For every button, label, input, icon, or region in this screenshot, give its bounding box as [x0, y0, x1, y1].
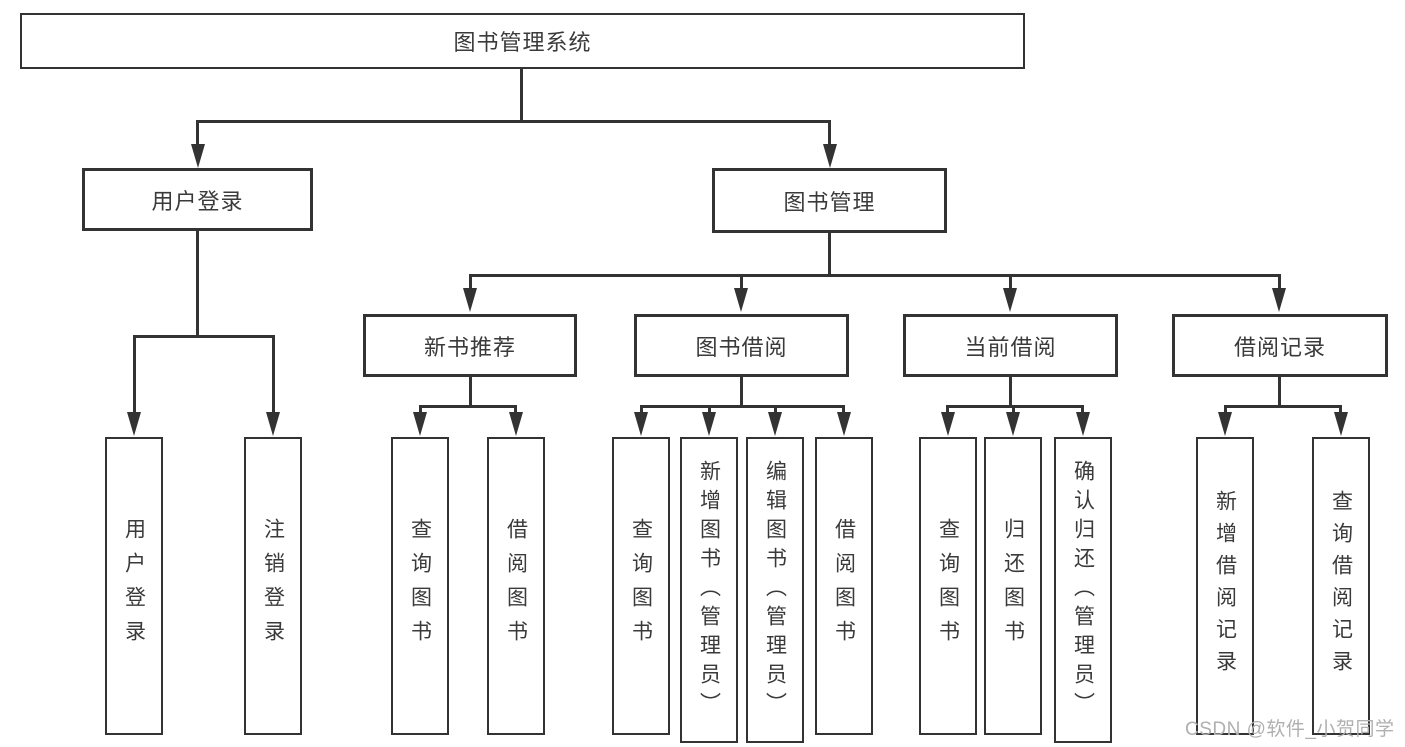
connector-vline — [1009, 377, 1012, 407]
connector-vline — [828, 233, 831, 276]
connector-vline — [196, 120, 199, 146]
arrowhead-down-icon — [941, 412, 955, 436]
connector-vline — [1278, 274, 1281, 290]
connector-hline — [133, 335, 275, 338]
node-label: 当前借阅 — [964, 334, 1057, 360]
node-label: 图书管理 — [783, 189, 876, 215]
node-query-borrow-record: 查询借阅记录 — [1312, 437, 1370, 735]
node-confirm-return-admin: 确认归还（管理员） — [1054, 437, 1112, 743]
node-label: 图书管理系统 — [453, 30, 592, 55]
arrowhead-down-icon — [191, 144, 205, 168]
arrowhead-down-icon — [266, 412, 280, 436]
node-label: 查询图书 — [936, 518, 960, 654]
arrowhead-down-icon — [1003, 288, 1017, 312]
arrowhead-down-icon — [509, 412, 523, 436]
node-query-books-borrowing: 查询图书 — [612, 437, 670, 735]
arrowhead-down-icon — [702, 412, 716, 436]
node-label: 注销登录 — [261, 518, 285, 654]
node-query-books-current: 查询图书 — [919, 437, 977, 735]
connector-hline — [196, 120, 831, 123]
connector-vline — [1278, 377, 1281, 407]
arrowhead-down-icon — [768, 412, 782, 436]
node-label: 查询图书 — [408, 518, 432, 654]
node-new-book-recommendation: 新书推荐 — [363, 314, 577, 377]
node-add-books-admin: 新增图书（管理员） — [680, 437, 738, 743]
connector-vline — [1009, 274, 1012, 290]
connector-hline — [469, 274, 1281, 277]
connector-vline — [708, 405, 711, 414]
connector-vline — [272, 335, 275, 414]
arrowhead-down-icon — [823, 144, 837, 168]
node-book-management: 图书管理 — [712, 168, 947, 233]
arrowhead-down-icon — [1218, 412, 1232, 436]
connector-hline — [640, 405, 845, 408]
connector-vline — [740, 377, 743, 407]
connector-vline — [774, 405, 777, 414]
arrowhead-down-icon — [634, 412, 648, 436]
connector-vline — [1081, 405, 1084, 414]
node-borrow-books-recommend: 借阅图书 — [487, 437, 545, 735]
node-label: 编辑图书（管理员） — [763, 459, 787, 721]
connector-vline — [842, 405, 845, 414]
arrowhead-down-icon — [463, 288, 477, 312]
node-user-login-leaf: 用户登录 — [105, 437, 163, 735]
node-borrow-books-borrowing: 借阅图书 — [815, 437, 873, 735]
connector-vline — [1224, 405, 1227, 414]
node-query-books-recommend: 查询图书 — [391, 437, 449, 735]
connector-vline — [520, 69, 523, 122]
node-logout: 注销登录 — [244, 437, 302, 735]
node-label: 用户登录 — [122, 518, 146, 654]
node-book-borrowing: 图书借阅 — [634, 314, 849, 377]
node-label: 新增借阅记录 — [1213, 490, 1237, 682]
arrowhead-down-icon — [1272, 288, 1286, 312]
node-label: 新书推荐 — [423, 334, 516, 360]
node-label: 查询图书 — [629, 518, 653, 654]
node-return-books: 归还图书 — [984, 437, 1042, 735]
connector-vline — [740, 274, 743, 290]
node-label: 图书借阅 — [695, 334, 788, 360]
node-edit-books-admin: 编辑图书（管理员） — [746, 437, 804, 743]
connector-hline — [1224, 405, 1342, 408]
connector-vline — [419, 405, 422, 414]
node-current-borrowing: 当前借阅 — [903, 314, 1118, 377]
connector-vline — [1012, 405, 1015, 414]
node-library-management-system: 图书管理系统 — [20, 13, 1025, 69]
connector-vline — [514, 405, 517, 414]
connector-vline — [469, 274, 472, 290]
node-label: 借阅图书 — [504, 518, 528, 654]
arrowhead-down-icon — [1334, 412, 1348, 436]
node-label: 借阅图书 — [832, 518, 856, 654]
connector-vline — [133, 335, 136, 414]
node-add-borrow-record: 新增借阅记录 — [1196, 437, 1254, 735]
node-user-login: 用户登录 — [82, 168, 313, 231]
arrowhead-down-icon — [127, 412, 141, 436]
node-borrowing-records: 借阅记录 — [1172, 314, 1388, 377]
connector-hline — [946, 405, 1084, 408]
node-label: 借阅记录 — [1233, 334, 1326, 360]
arrowhead-down-icon — [734, 288, 748, 312]
csdn-watermark: CSDN @软件_小贺同学 — [1185, 719, 1395, 740]
connector-vline — [946, 405, 949, 414]
node-label: 归还图书 — [1001, 518, 1025, 654]
node-label: 用户登录 — [151, 188, 244, 214]
node-label: 查询借阅记录 — [1329, 490, 1353, 682]
connector-vline — [1339, 405, 1342, 414]
node-label: 确认归还（管理员） — [1071, 459, 1095, 721]
connector-vline — [640, 405, 643, 414]
connector-vline — [196, 231, 199, 337]
arrowhead-down-icon — [1076, 412, 1090, 436]
arrowhead-down-icon — [413, 412, 427, 436]
connector-vline — [469, 377, 472, 407]
connector-hline — [419, 405, 517, 408]
connector-vline — [828, 120, 831, 146]
arrowhead-down-icon — [837, 412, 851, 436]
node-label: 新增图书（管理员） — [697, 459, 721, 721]
arrowhead-down-icon — [1006, 412, 1020, 436]
